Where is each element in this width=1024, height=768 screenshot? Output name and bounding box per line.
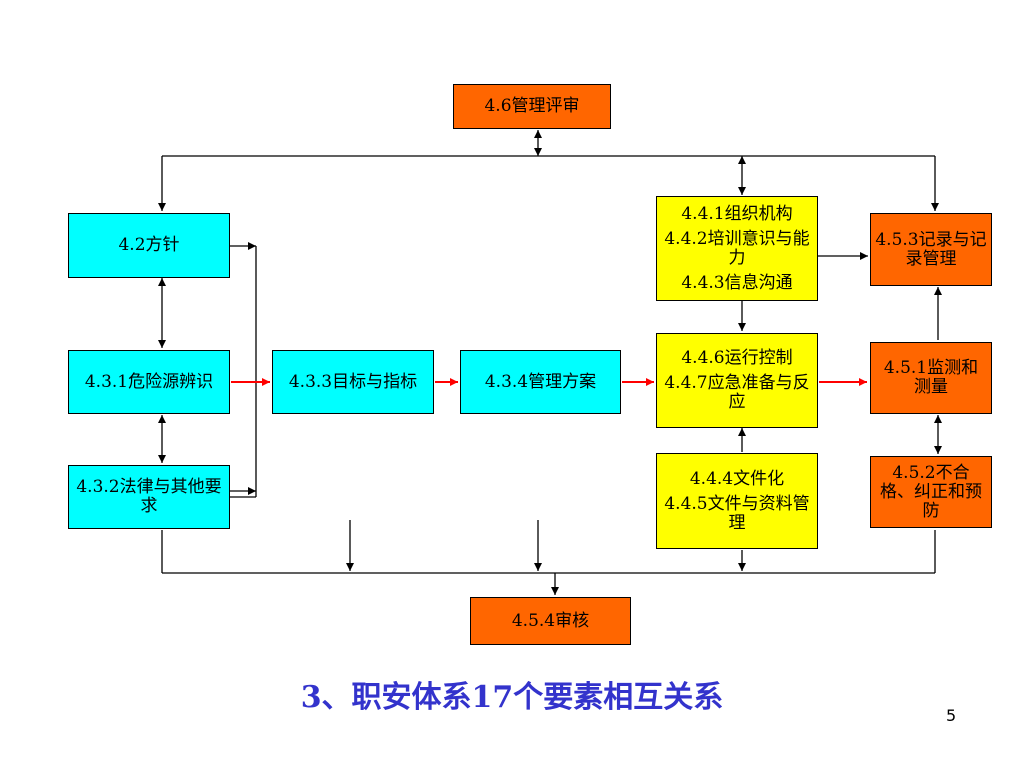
objectives-targets-label: 4.3.3目标与指标 [288, 371, 418, 392]
objectives-targets-box: 4.3.3目标与指标 [272, 350, 434, 414]
document-control-label: 4.4.5文件与资料管理 [664, 493, 810, 533]
documentation-box: 4.4.4文件化 4.4.5文件与资料管理 [656, 453, 818, 549]
legal-requirements-box: 4.3.2法律与其他要求 [68, 465, 230, 529]
operation-emergency-box: 4.4.6运行控制 4.4.7应急准备与反应 [656, 333, 818, 428]
policy-label: 4.2方针 [118, 235, 180, 255]
policy-box: 4.2方针 [68, 213, 230, 278]
hazard-identification-box: 4.3.1危险源辨识 [68, 350, 230, 414]
emergency-preparedness-label: 4.4.7应急准备与反应 [664, 373, 810, 412]
management-review-label: 4.6管理评审 [484, 96, 580, 116]
training-awareness-label: 4.4.2培训意识与能力 [664, 228, 810, 268]
monitoring-measurement-box: 4.5.1监测和测量 [870, 342, 992, 414]
records-management-box: 4.5.3记录与记录管理 [870, 213, 992, 286]
organization-structure-label: 4.4.1组织机构 [681, 203, 793, 224]
audit-box: 4.5.4审核 [470, 597, 631, 645]
communication-label: 4.4.3信息沟通 [681, 272, 793, 293]
operational-control-label: 4.4.6运行控制 [681, 348, 793, 368]
structure-training-communication-box: 4.4.1组织机构 4.4.2培训意识与能力 4.4.3信息沟通 [656, 196, 818, 301]
records-management-label: 4.5.3记录与记录管理 [875, 229, 987, 269]
audit-label: 4.5.4审核 [511, 610, 590, 631]
nonconformance-corrective-box: 4.5.2不合格、纠正和预防 [870, 456, 992, 528]
page-number: 5 [946, 706, 957, 725]
monitoring-measurement-label: 4.5.1监测和测量 [883, 358, 979, 397]
slide-title: 3、职安体系17个要素相互关系 [300, 680, 724, 715]
management-program-box: 4.3.4管理方案 [460, 350, 621, 414]
management-program-label: 4.3.4管理方案 [484, 371, 597, 392]
nonconformance-corrective-label: 4.5.2不合格、纠正和预防 [880, 462, 982, 521]
legal-requirements-label: 4.3.2法律与其他要求 [76, 477, 222, 516]
documentation-label: 4.4.4文件化 [689, 468, 785, 489]
management-review-box: 4.6管理评审 [453, 84, 611, 129]
hazard-identification-label: 4.3.1危险源辨识 [84, 371, 214, 392]
